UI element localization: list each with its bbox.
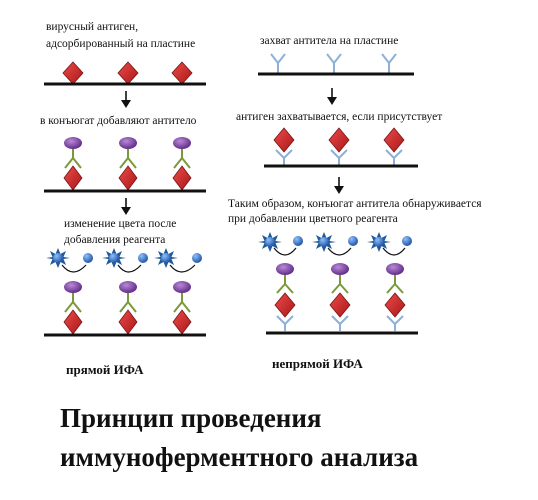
captured-antigen [273, 127, 295, 165]
antibody-conjugate [118, 137, 138, 191]
detection-antibody-complex [274, 263, 296, 331]
indirect-caption: непрямой ИФА [272, 356, 363, 371]
indirect-step3-label-line2: при добавлении цветного реагента [228, 213, 398, 225]
capture-antibody [326, 53, 342, 73]
detection-antibody-complex [384, 263, 406, 331]
direct-step2-label: в конъюгат добавляют антитело [40, 115, 197, 127]
direct-step3 [44, 248, 206, 337]
down-arrow [121, 198, 131, 215]
captured-antigen [328, 127, 350, 165]
antibody-conjugate [63, 281, 83, 335]
color-reaction [312, 232, 358, 256]
direct-step3-label-line1: изменение цвета после [64, 218, 176, 230]
color-reaction [154, 248, 202, 273]
direct-step2 [44, 137, 206, 193]
detection-antibody-complex [329, 263, 351, 331]
antigen [117, 61, 139, 85]
capture-antibody [270, 53, 286, 73]
antibody-conjugate [172, 137, 192, 191]
color-reaction [102, 248, 148, 273]
indirect-step1 [258, 53, 414, 76]
color-reaction [258, 232, 303, 256]
title-line2: иммуноферментного анализа [60, 442, 419, 472]
direct-step1 [44, 61, 206, 86]
down-arrow [121, 91, 131, 108]
direct-caption: прямой ИФА [66, 362, 144, 377]
antibody-conjugate [172, 281, 192, 335]
capture-antibody [381, 53, 397, 73]
color-reaction [46, 248, 93, 273]
direct-step3-label-line2: добавления реагента [64, 234, 165, 246]
indirect-step3 [258, 232, 418, 335]
antigen [171, 61, 193, 85]
direct-step1-label-line1: вирусный антиген, [46, 21, 138, 33]
antibody-conjugate [118, 281, 138, 335]
indirect-step2-label: антиген захватывается, если присутствует [236, 111, 442, 123]
down-arrow [334, 177, 344, 194]
antigen [62, 61, 84, 85]
indirect-step1-label: захват антитела на пластине [260, 35, 398, 47]
down-arrow [327, 88, 337, 105]
antibody-conjugate [63, 137, 83, 191]
color-reaction [367, 232, 412, 256]
captured-antigen [383, 127, 405, 165]
indirect-step2 [264, 127, 418, 168]
title-line1: Принцип проведения [60, 403, 322, 433]
direct-step1-label-line2: адсорбированный на пластине [46, 38, 195, 50]
indirect-step3-label-line1: Таким образом, конъюгат антитела обнаруж… [228, 198, 482, 210]
